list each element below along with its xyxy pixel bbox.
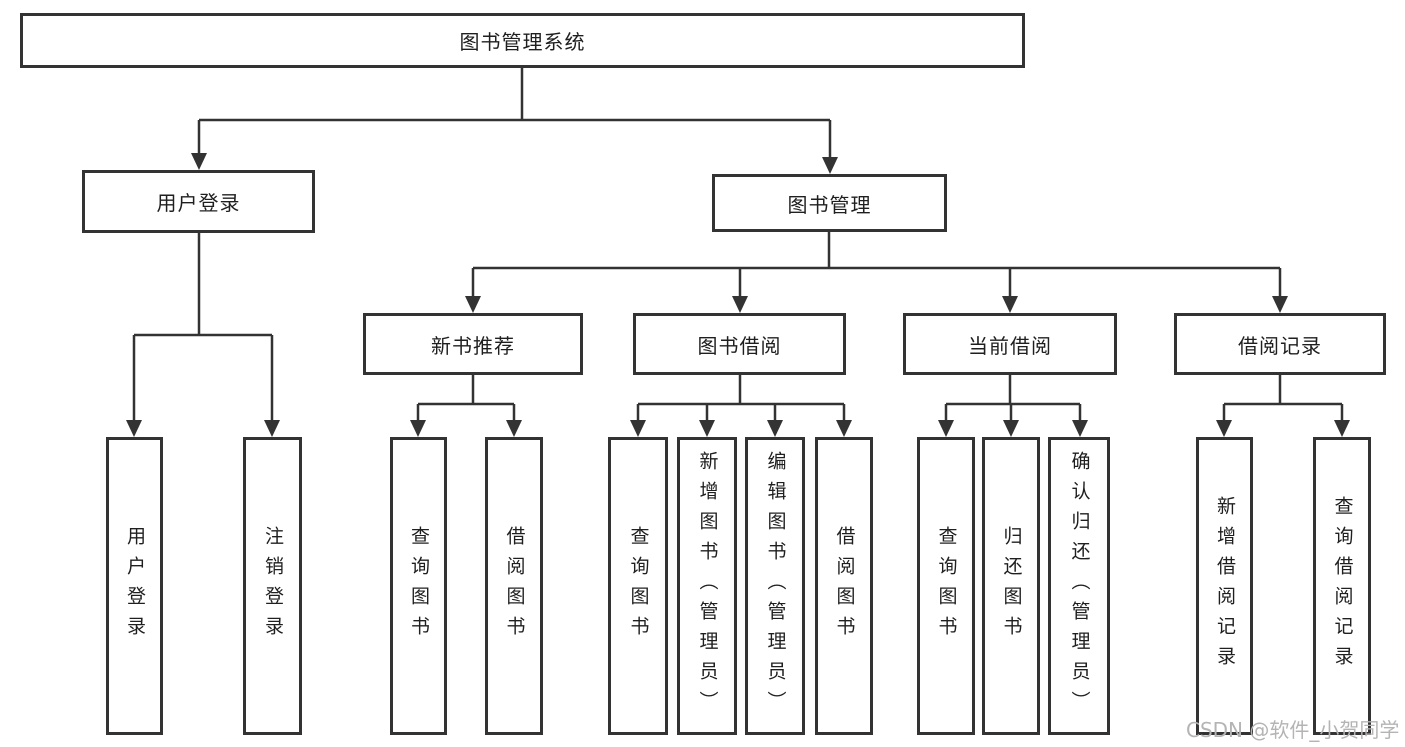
leaf-user-login-label: 用户登录	[124, 526, 146, 646]
csdn-watermark: CSDN @软件_小贺同学	[1186, 718, 1400, 742]
node-book-borrow-label: 图书借阅	[697, 333, 782, 358]
leaf-logout-login-label: 注销登录	[262, 526, 284, 646]
leaf-edit-book-admin-label: 编辑图书（管理员）	[764, 451, 787, 721]
leaf-query-books-borrow-label: 查询图书	[627, 526, 650, 646]
node-user-login-label: 用户登录	[156, 191, 241, 215]
arrowheads-borrow-records	[1216, 420, 1350, 437]
leaf-borrow-books-recommend-label: 借阅图书	[503, 526, 526, 646]
leaf-query-borrow-record: 查询借阅记录	[1313, 437, 1371, 735]
connector-book-borrow	[636, 375, 846, 420]
arrowheads-modules	[465, 296, 1288, 313]
leaf-add-book-admin: 新增图书（管理员）	[677, 437, 737, 735]
leaf-query-books-current: 查询图书	[917, 437, 975, 735]
node-book-management: 图书管理	[712, 174, 947, 232]
node-book-borrow: 图书借阅	[633, 313, 846, 375]
arrowheads-new-book-recommend	[410, 420, 522, 437]
node-new-book-recommend: 新书推荐	[363, 313, 583, 375]
node-user-login: 用户登录	[82, 170, 315, 233]
node-library-management-system-label: 图书管理系统	[459, 30, 586, 54]
leaf-query-books-recommend-label: 查询图书	[408, 526, 430, 646]
node-current-borrow: 当前借阅	[903, 313, 1117, 375]
leaf-confirm-return-admin: 确认归还（管理员）	[1048, 437, 1110, 735]
connector-root-to-level2	[197, 68, 832, 157]
leaf-borrow-books: 借阅图书	[815, 437, 873, 735]
arrowheads-user-login-leaves	[126, 420, 280, 437]
connector-current-borrow	[944, 375, 1082, 420]
leaf-edit-book-admin: 编辑图书（管理员）	[745, 437, 805, 735]
leaf-user-login: 用户登录	[106, 437, 163, 735]
leaf-return-books: 归还图书	[982, 437, 1040, 735]
connector-book-management-to-modules	[471, 232, 1282, 296]
connector-borrow-records	[1222, 375, 1344, 420]
arrowheads-book-borrow	[630, 420, 852, 437]
leaf-add-borrow-record-label: 新增借阅记录	[1214, 496, 1236, 676]
leaf-query-books-recommend: 查询图书	[390, 437, 447, 735]
leaf-add-borrow-record: 新增借阅记录	[1196, 437, 1253, 735]
node-new-book-recommend-label: 新书推荐	[431, 333, 515, 358]
leaf-confirm-return-admin-label: 确认归还（管理员）	[1068, 451, 1091, 721]
leaf-query-books-borrow: 查询图书	[608, 437, 668, 735]
leaf-borrow-books-recommend: 借阅图书	[485, 437, 543, 735]
leaf-query-borrow-record-label: 查询借阅记录	[1331, 496, 1354, 676]
leaf-return-books-label: 归还图书	[1000, 526, 1023, 646]
leaf-query-books-current-label: 查询图书	[935, 526, 958, 646]
leaf-add-book-admin-label: 新增图书（管理员）	[696, 451, 719, 721]
node-borrow-records: 借阅记录	[1174, 313, 1386, 375]
connector-user-login-to-leaves	[132, 233, 274, 420]
connector-new-book-recommend	[416, 375, 516, 420]
node-book-management-label: 图书管理	[787, 192, 872, 217]
node-borrow-records-label: 借阅记录	[1238, 333, 1322, 358]
leaf-borrow-books-label: 借阅图书	[833, 526, 856, 646]
leaf-logout-login: 注销登录	[243, 437, 302, 735]
arrowheads-current-borrow	[938, 420, 1088, 437]
node-current-borrow-label: 当前借阅	[968, 333, 1052, 358]
node-library-management-system: 图书管理系统	[20, 13, 1025, 68]
